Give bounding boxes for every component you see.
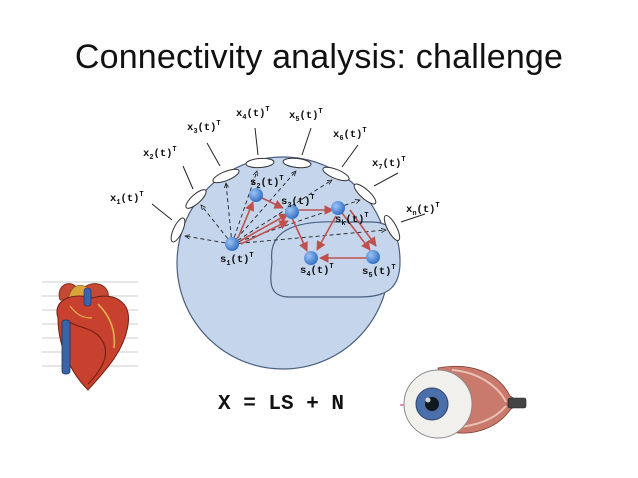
sensor-6 [322, 166, 350, 182]
slide-title: Connectivity analysis: challenge [74, 38, 564, 76]
sources [225, 188, 380, 265]
sensor-array [170, 157, 401, 243]
sensor-label-2: x2(t)T [143, 146, 177, 162]
source-label-1: s1(t)T [220, 252, 254, 268]
sensor-7 [353, 183, 377, 205]
source-dot-4 [304, 251, 318, 265]
sensor-2 [185, 189, 207, 209]
source-dot-k [331, 201, 345, 215]
eye-illustration [400, 365, 527, 439]
source-label-4: s4(t)T [300, 263, 334, 279]
connectivity-arrows [237, 197, 377, 263]
source-dot-5 [366, 250, 380, 264]
sensor-leads [151, 127, 426, 223]
sensor-1 [170, 217, 186, 243]
source-dot-1 [225, 237, 239, 251]
heart-illustration [42, 281, 138, 391]
source-dot-2 [249, 188, 263, 202]
sensor-label-n: xn(t)T [406, 202, 440, 218]
source-dot-3 [285, 205, 299, 219]
source-label-3: s3(t)T [281, 194, 315, 210]
sensor-label-1: x1(t)T [110, 191, 144, 207]
source-label-5: s5(t)T [362, 264, 396, 280]
sensor-3 [212, 168, 240, 184]
sensor-label-6: x6(t)T [333, 127, 367, 143]
sensor-label-4: x4(t)T [236, 106, 270, 122]
sensor-5 [282, 157, 312, 169]
source-label-2: s2(t)T [250, 175, 284, 191]
sensor-n [383, 214, 401, 242]
sensor-4 [245, 157, 275, 169]
sensor-label-3: x3(t)T [187, 120, 221, 136]
source-label-k: sk(t)T [335, 212, 369, 228]
cortex-region [270, 221, 401, 298]
projection-lines [185, 171, 386, 245]
sensor-label-7: x7(t)T [372, 156, 406, 172]
sensor-label-5: x5(t)T [289, 108, 323, 124]
model-formula: X = LS + N [218, 393, 345, 416]
